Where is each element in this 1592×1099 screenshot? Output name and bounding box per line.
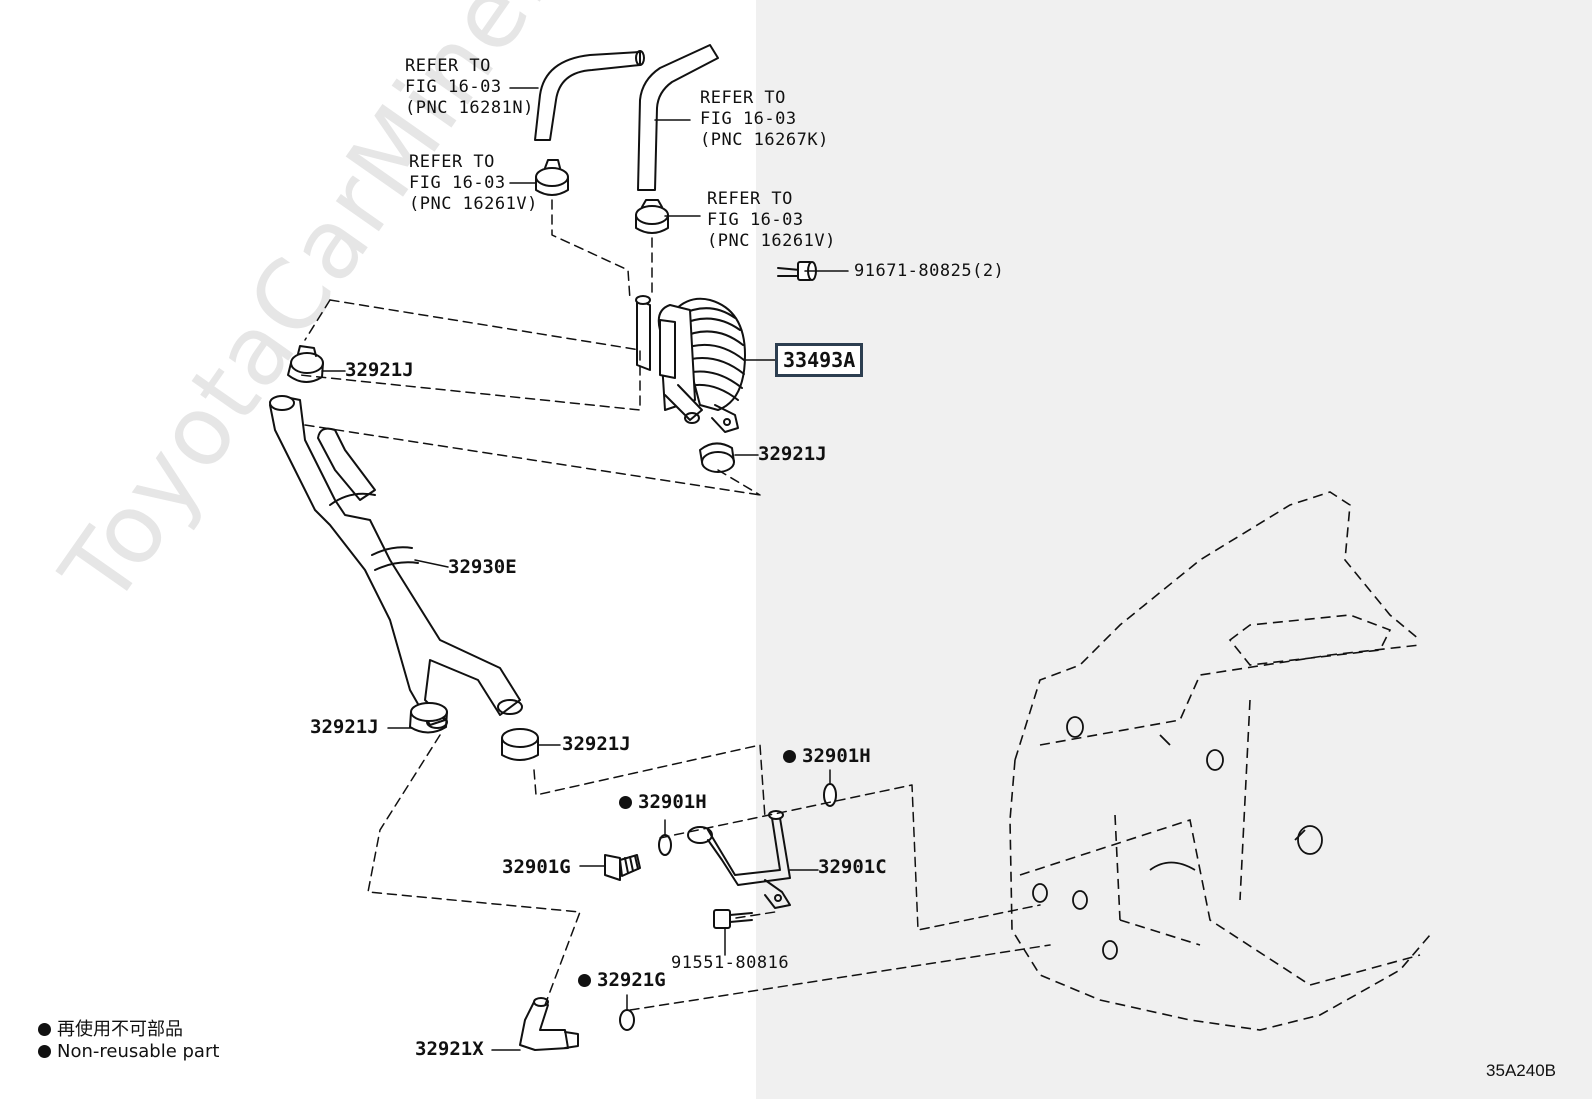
transmission-bosses xyxy=(1032,716,1323,960)
non-reusable-dot xyxy=(578,974,591,987)
legend-japanese: 再使用不可部品 xyxy=(38,1015,183,1041)
label-oil-cooler[interactable]: 33493A xyxy=(775,343,864,377)
label-hose-32930e[interactable]: 32930E xyxy=(448,556,517,578)
label-oring-32921g[interactable]: 32921G xyxy=(578,970,666,991)
label-clamp-32921j-3[interactable]: 32921J xyxy=(310,716,379,738)
oil-cooler-33493a xyxy=(635,295,746,433)
label-refer-16261v-left: REFER TO FIG 16-03 (PNC 16261V) xyxy=(409,152,538,214)
engine-background-panel xyxy=(756,0,1592,1099)
label-refer-16261v-right: REFER TO FIG 16-03 (PNC 16261V) xyxy=(707,189,836,251)
hose-16267k xyxy=(637,44,719,191)
clamp-32921j-3 xyxy=(409,702,448,734)
fitting-32921x xyxy=(519,997,579,1051)
label-clamp-32921j-1[interactable]: 32921J xyxy=(345,359,414,381)
bolt-91551 xyxy=(713,909,753,929)
legend-dot xyxy=(38,1045,51,1058)
non-reusable-dot xyxy=(619,796,632,809)
clamp-16261v-left xyxy=(535,159,569,196)
clamp-32921j-2 xyxy=(699,442,735,473)
clamp-32921j-4 xyxy=(501,728,539,761)
hose-32930e xyxy=(269,395,523,729)
label-bolt-91551[interactable]: 91551-80816 xyxy=(671,953,790,973)
label-refer-16267k: REFER TO FIG 16-03 (PNC 16267K) xyxy=(700,88,829,150)
label-refer-16281n: REFER TO FIG 16-03 (PNC 16281N) xyxy=(405,56,534,118)
label-fitting-32921x[interactable]: 32921X xyxy=(415,1038,484,1060)
label-gasket-32901h-right[interactable]: 32901H xyxy=(783,746,871,767)
non-reusable-dot xyxy=(783,750,796,763)
legend-dot xyxy=(38,1023,51,1036)
label-clamp-32921j-2[interactable]: 32921J xyxy=(758,443,827,465)
diagram-code: 35A240B xyxy=(1486,1061,1556,1080)
transmission-outline xyxy=(1009,491,1431,1031)
union-bolt-32901g xyxy=(604,854,641,881)
label-pipe-32901c[interactable]: 32901C xyxy=(818,856,887,878)
label-bolt-91671: 91671-80825(2) xyxy=(854,261,1005,281)
legend-english: Non-reusable part xyxy=(38,1041,219,1062)
gasket-32901h-right xyxy=(823,783,837,807)
label-union-bolt-32901g[interactable]: 32901G xyxy=(502,856,571,878)
label-clamp-32921j-4[interactable]: 32921J xyxy=(562,733,631,755)
pipe-32901c xyxy=(687,810,791,909)
label-gasket-32901h-left[interactable]: 32901H xyxy=(619,792,707,813)
oring-32921g xyxy=(619,1009,635,1031)
hose-16281n xyxy=(534,50,645,141)
clamp-16261v-right xyxy=(635,199,669,234)
